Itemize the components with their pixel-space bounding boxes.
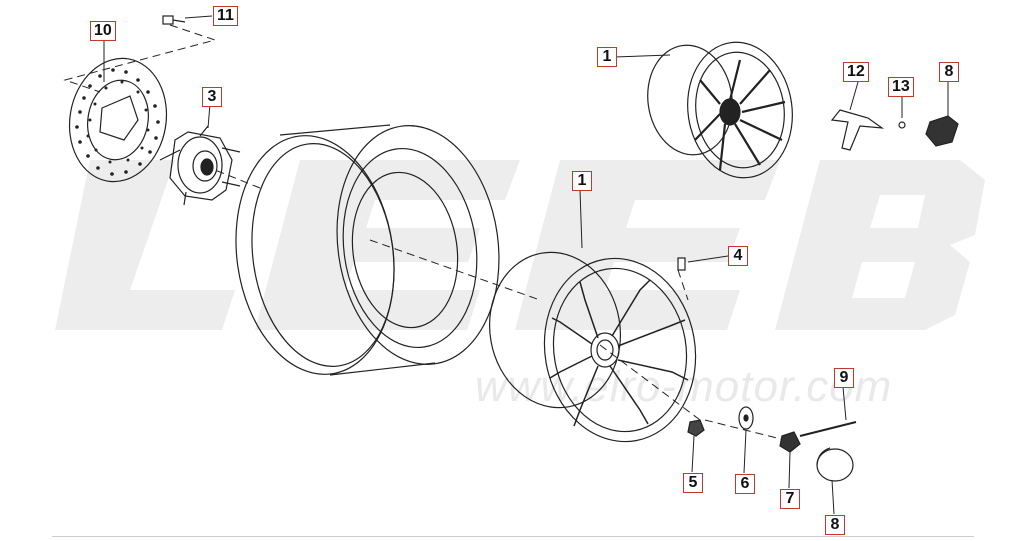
frame-divider	[52, 536, 974, 537]
valve-stem	[677, 257, 686, 271]
washer	[738, 406, 754, 430]
callout-1-front: 1	[572, 171, 592, 191]
callout-3: 3	[202, 87, 222, 107]
callout-13: 13	[888, 77, 914, 97]
centre-cap-small	[925, 115, 959, 147]
callout-11: 11	[213, 6, 238, 26]
callout-8-top: 8	[939, 62, 959, 82]
watermark-site: www.elro-motor.com	[475, 362, 893, 411]
rear-rim	[647, 41, 793, 179]
callout-5: 5	[683, 473, 703, 493]
front-rim	[488, 251, 697, 443]
callout-10: 10	[90, 21, 116, 41]
wheel-nut	[687, 419, 705, 437]
tyre	[235, 124, 500, 376]
disc-bolt	[162, 15, 186, 25]
leader-lines	[103, 15, 949, 515]
valve-tool	[830, 109, 906, 151]
cotter-pin	[799, 421, 857, 437]
brake-disc	[68, 57, 168, 183]
center-lines	[63, 24, 786, 441]
callout-8-bottom: 8	[825, 515, 845, 535]
callout-6: 6	[735, 474, 755, 494]
callout-9: 9	[834, 368, 854, 388]
centre-cap	[816, 447, 854, 482]
callout-7: 7	[780, 489, 800, 509]
callout-1-top: 1	[597, 47, 617, 67]
callout-12: 12	[843, 62, 869, 82]
castle-nut	[779, 431, 801, 453]
wheel-hub	[159, 125, 241, 206]
callout-4: 4	[728, 246, 748, 266]
